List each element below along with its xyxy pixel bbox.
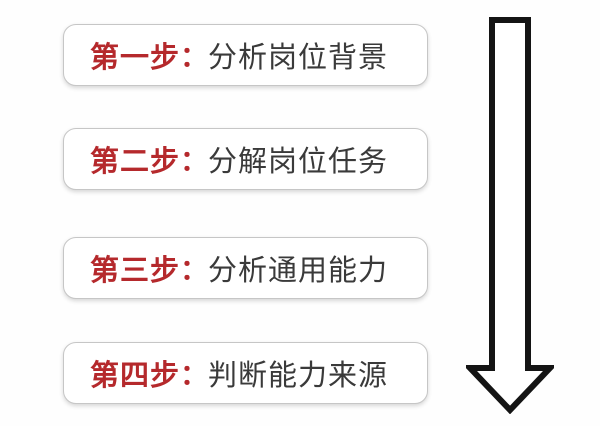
- step-title: 判断能力来源: [208, 358, 389, 392]
- step-box-2: 第二步：分解岗位任务: [63, 128, 428, 190]
- step-title: 分析通用能力: [208, 253, 389, 287]
- step-box-1: 第一步：分析岗位背景: [63, 24, 428, 86]
- step-title: 分解岗位任务: [208, 144, 389, 178]
- down-arrow-icon: [466, 17, 554, 414]
- step-separator: ：: [180, 144, 209, 177]
- step-separator: ：: [180, 40, 209, 73]
- step-separator: ：: [180, 253, 209, 286]
- step-title: 分析岗位背景: [208, 40, 389, 74]
- steps-column: 第一步：分析岗位背景 第二步：分解岗位任务 第三步：分析通用能力 第四步：判断能…: [63, 0, 428, 426]
- step-box-4: 第四步：判断能力来源: [63, 342, 428, 404]
- step-separator: ：: [180, 358, 209, 391]
- step-number: 第二步: [90, 144, 181, 178]
- step-number: 第四步: [90, 358, 181, 392]
- step-number: 第一步: [90, 40, 181, 74]
- step-box-3: 第三步：分析通用能力: [63, 237, 428, 299]
- step-number: 第三步: [90, 253, 181, 287]
